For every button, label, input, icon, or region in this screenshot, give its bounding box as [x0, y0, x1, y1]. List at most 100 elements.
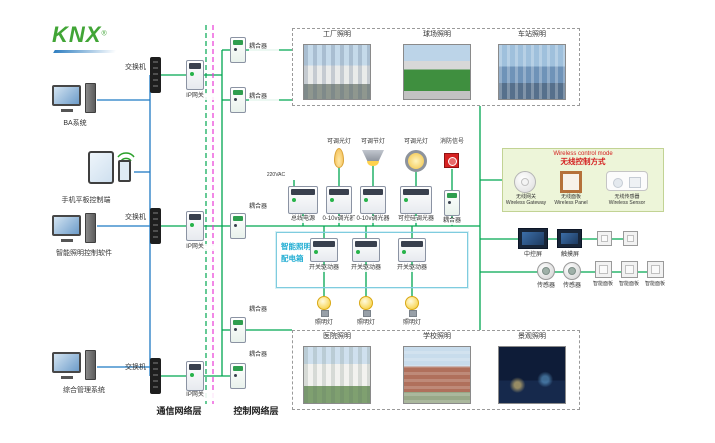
- dimmable-lamp-label: 可调光灯: [326, 139, 351, 145]
- coupler-module: [230, 37, 246, 63]
- central-screen-label: 中控屏: [508, 252, 558, 259]
- computer-icon-ba-system: [52, 82, 98, 118]
- ethernet-switch-icon: [150, 358, 161, 394]
- coupler-label: 耦合器: [249, 352, 279, 359]
- phone-icon: [118, 160, 131, 182]
- dimmable-lamp-label: 可调光灯: [403, 139, 428, 145]
- wireless-sensor-icon: [606, 171, 648, 191]
- triac-dimmer-label: 可控硅调光器: [394, 216, 438, 223]
- monitor-stand: [61, 239, 73, 242]
- sensor-label: 传感器: [536, 283, 555, 289]
- dimmer-0-10v-label: 0-10v调光器: [319, 216, 359, 223]
- wireless-gateway-label-zh: 无线网关: [515, 194, 536, 200]
- switch-label: 交换机: [125, 364, 146, 371]
- wireless-panel-label-en: Wireless Panel: [554, 200, 588, 206]
- coupler-module: [444, 190, 460, 216]
- sensor-icon: [563, 262, 581, 280]
- management-system-label: 综合管理系统: [63, 387, 105, 394]
- fire-signal-label: 消防信号: [439, 139, 464, 145]
- landscape-lighting-label: 景观照明: [518, 333, 546, 340]
- ethernet-switch-icon: [150, 57, 161, 93]
- hospital-lighting-label: 医院照明: [323, 333, 351, 340]
- mains-feed-label: 220VAC: [258, 172, 294, 179]
- ip-gateway-module: [186, 361, 204, 391]
- touch-screen: [557, 229, 582, 248]
- coupler-module: [230, 317, 246, 343]
- ip-gateway-module: [186, 60, 204, 90]
- coupler-module: [230, 213, 246, 239]
- photo-landscape-lighting: [498, 346, 566, 404]
- switch-actuator-label: 开关驱动器: [300, 265, 348, 272]
- ip-gateway-label: IP网关: [174, 93, 216, 100]
- tablet-icon: [88, 151, 114, 184]
- dimmer-0-10v-label: 0-10v调光器: [353, 216, 393, 223]
- mobile-control-label: 手机平板控制端: [61, 197, 111, 204]
- wireless-sensor-label-en: Wireless Sensor: [608, 200, 646, 206]
- switch-actuator-module: [310, 238, 338, 262]
- distribution-box-title-2: 配电箱: [281, 254, 304, 263]
- switch-actuator-module: [398, 238, 426, 262]
- light-bulb-icon: [405, 296, 419, 317]
- comm-network-layer-label: 通信网络层: [156, 406, 202, 416]
- ba-system-label: BA系统: [63, 120, 87, 127]
- dimmer-0-10v-module: [360, 186, 386, 214]
- knx-logo-text: KNX: [52, 22, 102, 47]
- lamp-label: 照明灯: [356, 320, 375, 326]
- lighting-software-label: 智能照明控制软件: [56, 250, 112, 257]
- ip-gateway-label: IP网关: [174, 392, 216, 399]
- smart-panel-icon: [647, 261, 664, 278]
- coupler-label: 耦合器: [249, 307, 279, 314]
- adjustable-lamp-label: 可调节灯: [360, 139, 385, 145]
- central-control-screen: [518, 228, 548, 249]
- coupler-label: 耦合器: [434, 218, 470, 225]
- lamp-label: 照明灯: [402, 320, 421, 326]
- stadium-lighting-label: 球场照明: [423, 31, 451, 38]
- wireless-title-en: Wireless control mode: [553, 151, 613, 157]
- coupler-module: [230, 363, 246, 389]
- ip-gateway-module: [186, 211, 204, 241]
- dimmer-0-10v-module: [326, 186, 352, 214]
- ip-gateway-label: IP网关: [174, 244, 216, 251]
- wireless-panel-label-zh: 无线面板: [560, 194, 581, 200]
- photo-hospital-lighting: [303, 346, 371, 404]
- top-applications-group-box: [292, 28, 580, 106]
- ctrl-network-layer-label: 控制网络层: [233, 406, 279, 416]
- fire-alarm-icon: [444, 153, 459, 168]
- smart-panel-icon: [621, 261, 638, 278]
- wireless-panel-icon: [560, 171, 582, 193]
- pc-tower: [85, 350, 96, 380]
- bus-power-supply-module: [288, 186, 318, 214]
- wall-panel-icon: [623, 231, 638, 246]
- coupler-module: [230, 87, 246, 113]
- distribution-box-title-1: 智能照明: [281, 242, 311, 251]
- photo-stadium-lighting: [403, 44, 471, 100]
- photo-station-lighting: [498, 44, 566, 100]
- ethernet-switch-icon: [150, 208, 161, 244]
- smart-panel-icon: [595, 261, 612, 278]
- coupler-label: 耦合器: [249, 204, 279, 211]
- wireless-title-zh: 无线控制方式: [560, 157, 606, 166]
- switch-label: 交换机: [125, 214, 146, 221]
- computer-icon-lighting-software: [52, 212, 98, 248]
- station-lighting-label: 车站照明: [518, 31, 546, 38]
- monitor-screen: [52, 352, 81, 373]
- pc-tower: [85, 213, 96, 243]
- tablet-phone-icon: [88, 146, 136, 186]
- smart-panel-label: 智能面板: [592, 281, 613, 287]
- switch-actuator-label: 开关驱动器: [342, 265, 390, 272]
- smart-panel-label: 智能面板: [618, 281, 639, 287]
- knx-logo: KNX®: [52, 22, 132, 60]
- switch-actuator-module: [352, 238, 380, 262]
- photo-school-lighting: [403, 346, 471, 404]
- wireless-gateway-label-en: Wireless Gateway: [505, 200, 547, 206]
- smart-panel-label: 智能面板: [644, 281, 665, 287]
- computer-icon-management-system: [52, 349, 98, 385]
- triac-dimmer-module: [400, 186, 432, 214]
- lamp-label: 照明灯: [314, 320, 333, 326]
- coupler-label: 耦合器: [249, 44, 279, 51]
- monitor-screen: [52, 85, 81, 106]
- coupler-label: 耦合器: [249, 94, 279, 101]
- touch-screen-label: 触摸屏: [550, 252, 590, 259]
